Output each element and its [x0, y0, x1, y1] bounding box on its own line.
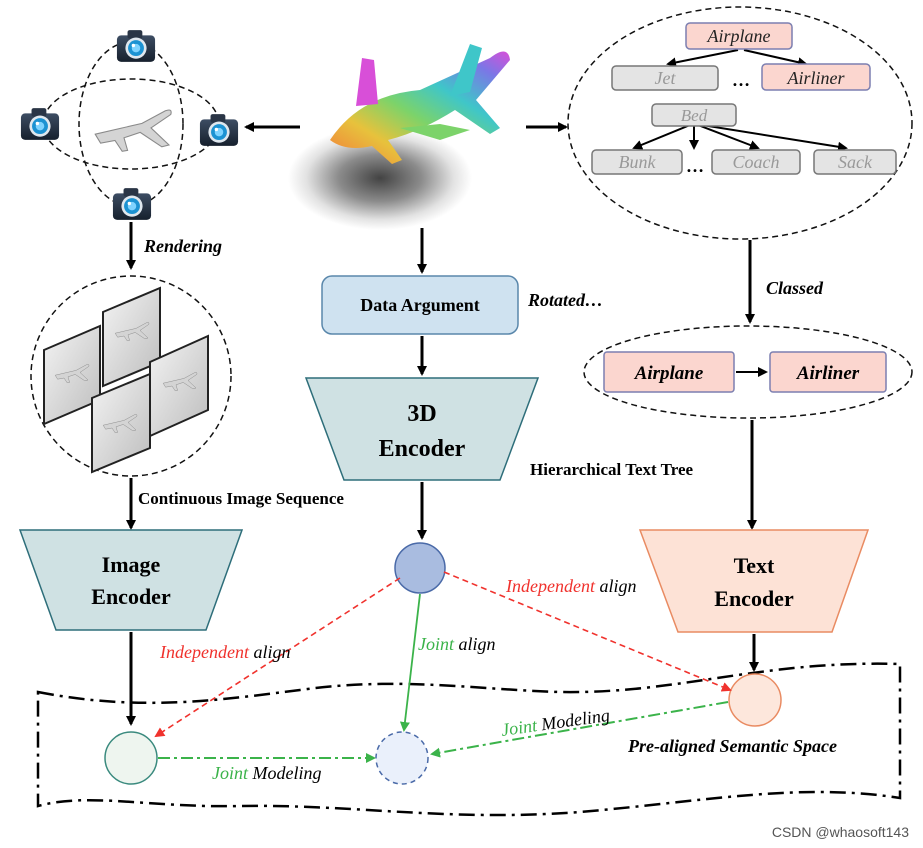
text-encoder-line2: Encoder	[714, 586, 794, 611]
camera-rig	[20, 30, 239, 220]
tree-node-jet-label: Jet	[655, 68, 677, 88]
tree-node-bunk-label: Bunk	[619, 152, 657, 172]
camera-icon	[199, 114, 239, 146]
data-argument-box: Data Argument	[321, 275, 519, 335]
image-sequence	[30, 275, 232, 477]
image-encoder-line2: Encoder	[91, 584, 171, 609]
independent-align-right-arrow	[443, 571, 732, 692]
data-argument-label: Data Argument	[360, 295, 480, 315]
text-encoder-line1: Text	[734, 553, 775, 578]
tree-node-sack: Sack	[813, 149, 897, 175]
image-embedding	[104, 731, 158, 785]
tree-node-airplane: Airplane	[685, 22, 793, 50]
tree-node-bed-label: Bed	[681, 106, 708, 125]
classed-path-ellipse	[583, 325, 913, 419]
independent-align-right-rest: align	[595, 576, 637, 596]
tree-node-jet: Jet	[611, 65, 719, 91]
joint-align-colored: Joint	[418, 634, 455, 654]
text-encoder: Text Encoder	[638, 529, 870, 633]
joint-modeling-right-arrow	[430, 701, 729, 758]
joint-modeling-right-rest: Modeling	[535, 705, 611, 735]
joint-align-arrow	[399, 593, 421, 732]
tree-node-coach-label: Coach	[733, 152, 780, 172]
independent-align-left-rest: align	[249, 642, 291, 662]
watermark: CSDN @whaosoft143	[771, 824, 909, 840]
tree-node-bunk: Bunk	[591, 149, 683, 175]
classed-node-airliner-label: Airliner	[796, 363, 860, 384]
pre-aligned-space-label: Pre-aligned Semantic Space	[627, 736, 837, 756]
joint-embedding	[375, 731, 429, 785]
tree-node-airliner: Airliner	[761, 63, 871, 91]
classed-path: Airplane Airliner	[583, 325, 913, 419]
joint-align-rest: align	[454, 634, 496, 654]
tree-node-sack-label: Sack	[838, 152, 873, 172]
orbit-horizontal	[42, 78, 220, 170]
joint-modeling-bottom-colored: Joint	[212, 763, 249, 783]
classed-node-airplane-label: Airplane	[634, 363, 704, 384]
airplane-render-icon	[94, 109, 172, 152]
image-encoder-line1: Image	[102, 552, 161, 577]
camera-icon	[20, 108, 60, 140]
camera-icon	[112, 188, 152, 220]
independent-align-left-label: Independent align	[159, 642, 290, 662]
tree-node-airplane-label: Airplane	[707, 26, 771, 46]
text-tree: Airplane Jet … Airliner Bed Bunk … Coach	[567, 6, 913, 240]
joint-modeling-bottom-label: Joint Modeling	[212, 763, 322, 783]
independent-align-left-colored: Independent	[159, 642, 250, 662]
continuous-image-sequence-label: Continuous Image Sequence	[138, 489, 344, 508]
text-tree-ellipse	[567, 6, 913, 240]
3d-encoder-line2: Encoder	[379, 436, 466, 462]
tree-node-bed: Bed	[651, 103, 737, 127]
text-embedding	[728, 673, 782, 727]
3d-encoder: 3D Encoder	[304, 377, 540, 481]
rendering-label: Rendering	[143, 236, 222, 256]
independent-align-left-arrow	[154, 577, 401, 738]
image-sequence-circle	[30, 275, 232, 477]
render-view-4	[91, 372, 151, 474]
classed-node-airplane: Airplane	[603, 351, 735, 393]
camera-icon	[116, 30, 156, 62]
tree-ellipsis-1: …	[732, 70, 750, 90]
tree-node-airliner-label: Airliner	[787, 68, 846, 88]
orbit-vertical	[78, 41, 184, 207]
hierarchical-text-tree-label: Hierarchical Text Tree	[530, 460, 693, 479]
independent-align-right-label: Independent align	[505, 576, 636, 596]
semantic-space-boundary	[36, 662, 902, 817]
rotated-label: Rotated…	[527, 290, 603, 310]
classed-node-airliner: Airliner	[769, 351, 887, 393]
classed-label: Classed	[766, 278, 824, 298]
joint-modeling-bottom-rest: Modeling	[248, 763, 322, 783]
tree-node-coach: Coach	[711, 149, 801, 175]
joint-align-label: Joint align	[418, 634, 496, 654]
3d-embedding	[394, 542, 446, 594]
3d-encoder-line1: 3D	[407, 401, 436, 427]
joint-modeling-right-colored: Joint	[500, 715, 539, 740]
airplane-point-cloud-icon	[288, 44, 510, 230]
independent-align-right-colored: Independent	[505, 576, 596, 596]
tree-ellipsis-2: …	[686, 156, 704, 176]
image-encoder: Image Encoder	[18, 529, 244, 631]
joint-modeling-right-label: Joint Modeling	[500, 705, 611, 740]
